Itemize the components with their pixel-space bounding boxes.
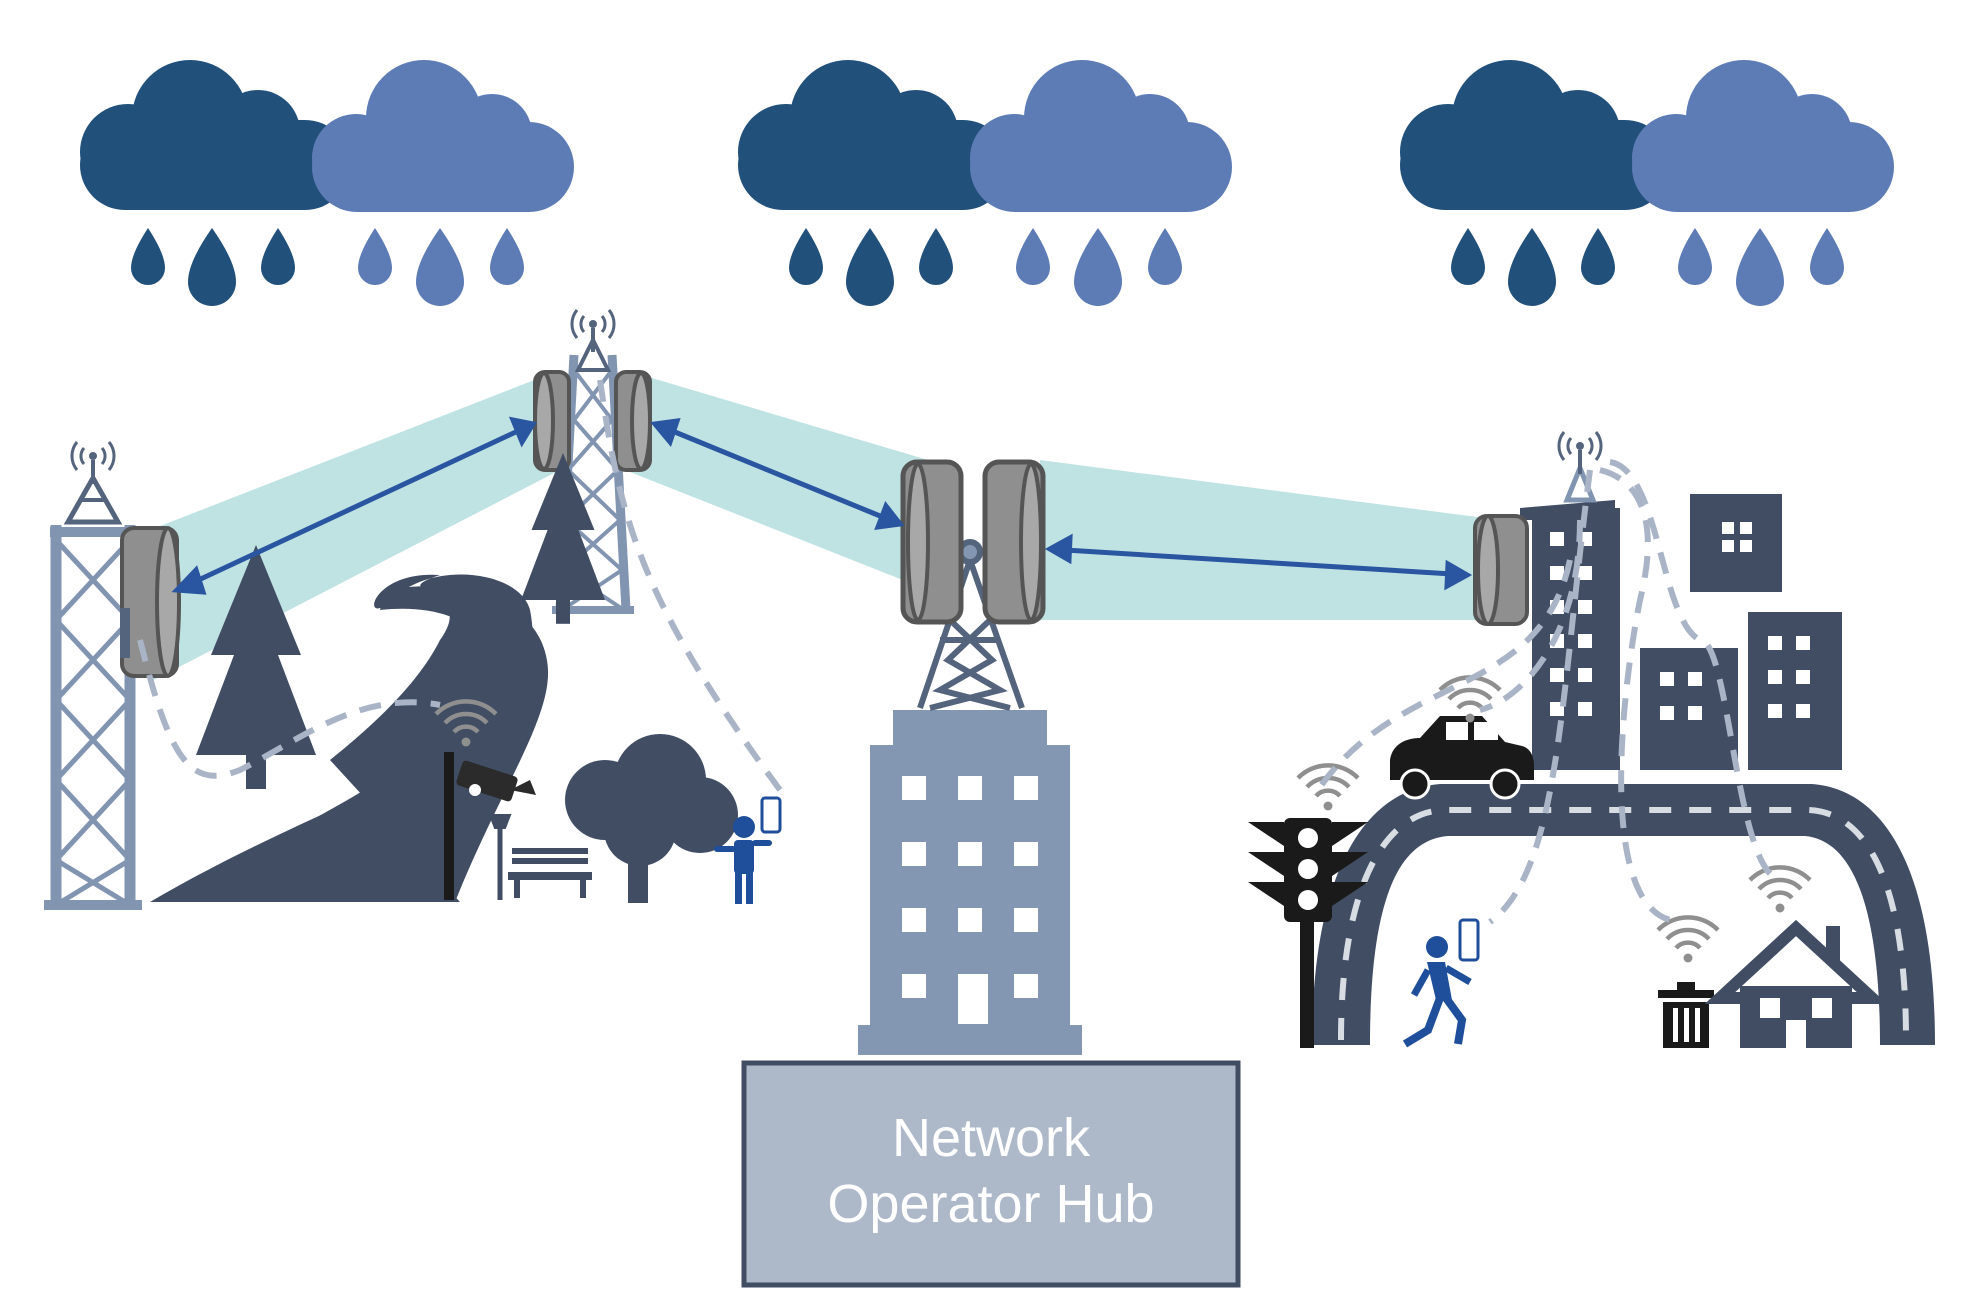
person-with-phone-icon bbox=[714, 796, 782, 904]
microwave-beams bbox=[150, 370, 1500, 682]
city-skyline bbox=[1520, 494, 1842, 770]
antenna-icon bbox=[69, 440, 117, 486]
wifi-signal-icon bbox=[1750, 867, 1810, 912]
rain-cloud-icon-center bbox=[738, 60, 1232, 306]
security-camera-icon bbox=[444, 752, 536, 900]
microwave-dish-icon bbox=[900, 459, 1046, 625]
wifi-signal-icon bbox=[1440, 677, 1500, 722]
iot-links bbox=[137, 379, 1782, 925]
hub-label-line2: Operator Hub bbox=[827, 1174, 1154, 1234]
car-icon bbox=[1390, 716, 1534, 800]
overpass-road bbox=[1312, 784, 1935, 1045]
trash-bin-icon bbox=[1658, 982, 1714, 1048]
walking-person-icon bbox=[1402, 918, 1480, 1048]
road-icon bbox=[150, 574, 533, 902]
microwave-dish-icon bbox=[120, 526, 181, 678]
antenna-icon bbox=[569, 308, 617, 354]
hub-label-line1: Network bbox=[892, 1108, 1091, 1168]
bench-icon bbox=[508, 848, 592, 898]
tree-icon bbox=[565, 734, 738, 903]
link-arrows bbox=[171, 416, 1473, 595]
wifi-signal-icon bbox=[1658, 917, 1718, 962]
network-operator-hub: Network Operator Hub bbox=[741, 1060, 1241, 1288]
rain-cloud-icon-right bbox=[1400, 60, 1894, 306]
street-lamp-icon bbox=[488, 814, 512, 900]
microwave-dish-icon bbox=[533, 370, 652, 472]
antenna-icon bbox=[1556, 430, 1604, 476]
traffic-light-icon bbox=[1248, 818, 1368, 1048]
microwave-dish-icon bbox=[1473, 514, 1529, 626]
house-icon bbox=[1704, 919, 1888, 1048]
rain-cloud-icon-left bbox=[80, 60, 574, 306]
central-building bbox=[858, 710, 1082, 1055]
lattice-tower-central bbox=[917, 539, 1025, 711]
